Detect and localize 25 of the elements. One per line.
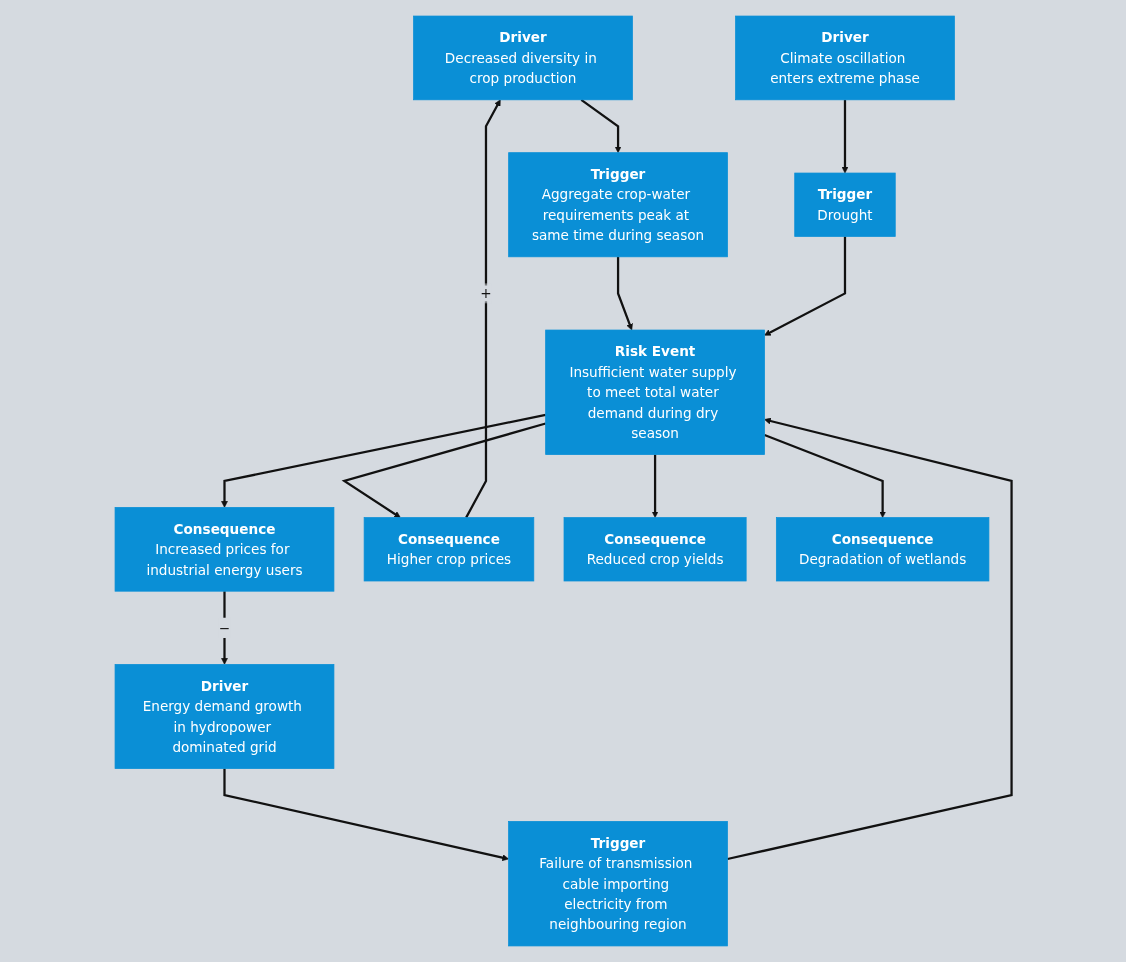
arrow	[763, 236, 846, 336]
arrow	[341, 422, 546, 518]
node-box: Trigger Failure of transmission cable importing electricity from neighbouring region	[507, 821, 728, 947]
arrow	[726, 417, 1013, 861]
node-box: Consequence Reduced crop yields	[563, 517, 747, 582]
arrow	[223, 768, 509, 861]
node-box: Driver Climate oscillation enters extreme phase	[734, 15, 955, 101]
node-box: Consequence Higher crop prices	[363, 517, 534, 582]
arrow	[220, 591, 228, 665]
node-box: Driver Energy demand growth in hydropower dominated grid	[114, 664, 334, 769]
node-box: Risk Event Insufficient water supply to meet total water demand during dry season	[544, 329, 765, 455]
edge-label: +	[479, 285, 492, 302]
node-box: Trigger Drought	[794, 172, 896, 237]
node-box: Trigger Aggregate crop-water requirements peak at same time during season	[507, 152, 728, 258]
arrow	[651, 454, 659, 518]
node-box: Consequence Increased prices for industrial energy users	[114, 507, 334, 592]
arrow	[464, 99, 501, 519]
arrow	[616, 256, 633, 331]
arrow	[841, 99, 848, 174]
node-box: Driver Decreased diversity in crop production	[412, 15, 633, 101]
arrow	[763, 433, 886, 518]
arrow	[220, 413, 546, 508]
edge-label: −	[218, 619, 230, 636]
node-box: Consequence Degradation of wetlands	[775, 517, 989, 582]
arrow	[580, 98, 622, 153]
